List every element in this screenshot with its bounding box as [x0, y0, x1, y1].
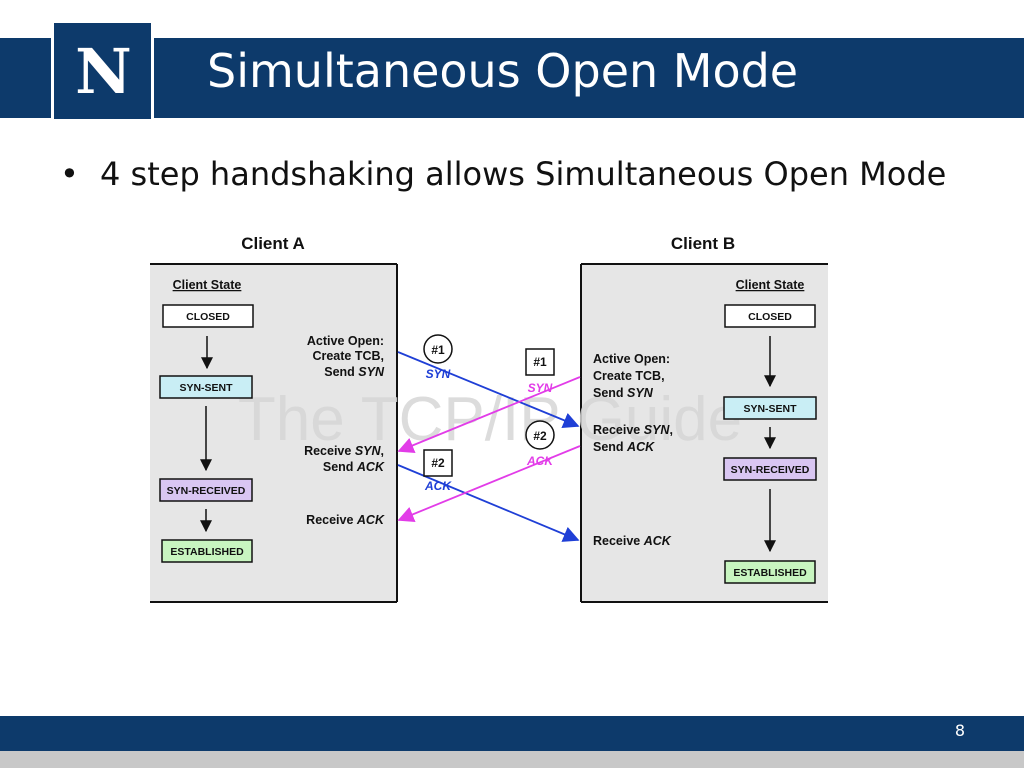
message-a-ack-arrow [397, 464, 580, 542]
client-a-open-line-3: Send SYN [324, 365, 385, 379]
client-a-recv-syn: SYN [355, 444, 382, 458]
client-b-state-established-label: ESTABLISHED [733, 567, 807, 579]
client-a-recv-send: Send [323, 460, 357, 474]
client-b-state-syn-received-label: SYN-RECEIVED [731, 464, 810, 476]
client-b-state-syn-sent-label: SYN-SENT [743, 403, 797, 415]
message-b-syn-label: SYN [528, 381, 553, 395]
message-b-ack-label: ACK [526, 454, 554, 468]
client-a-ack-receive: Receive [306, 513, 357, 527]
client-b-title: Client B [671, 234, 735, 253]
client-a-state-syn-sent [159, 375, 253, 399]
client-b-recv-syn: SYN [644, 423, 671, 437]
client-a-state-syn-sent-label: SYN-SENT [179, 382, 233, 394]
message-b-ack-arrow [397, 445, 581, 522]
client-b-recv-line-2: Send ACK [593, 440, 655, 454]
client-a-recv-line-1: Receive SYN, [304, 444, 384, 458]
client-b-open-send: Send [593, 386, 627, 400]
message-a-syn-arrow [397, 351, 580, 428]
message-b-ack-tag-label: #2 [533, 429, 547, 443]
client-a-state-header: Client State [173, 278, 242, 292]
client-a-state-syn-received [159, 478, 253, 502]
message-a-syn-tag-label: #1 [431, 343, 445, 357]
page-number: 8 [954, 721, 966, 740]
client-b-state-header: Client State [736, 278, 805, 292]
message-b-ack-tag [525, 420, 555, 450]
client-b-open-line-2: Create TCB, [593, 369, 665, 383]
client-b-recv-line-1: Receive SYN, [593, 423, 673, 437]
client-b-state-syn-received [723, 457, 817, 481]
message-a-ack-tag-label: #2 [431, 456, 445, 470]
client-a-state-closed [162, 304, 254, 328]
client-b-recv-send: Send [593, 440, 627, 454]
client-a-state-established [161, 539, 253, 563]
client-b-open-line-3: Send SYN [593, 386, 654, 400]
client-b-open-line-1: Active Open: [593, 352, 670, 366]
footer-bar [0, 716, 1024, 751]
client-a-state-closed-label: CLOSED [186, 311, 230, 323]
client-a-open-line-1: Active Open: [307, 334, 384, 348]
logo-letter: N [75, 34, 132, 108]
message-a-ack-label: ACK [424, 479, 452, 493]
client-a-ack-ack: ACK [356, 513, 385, 527]
client-a-open-syn: SYN [358, 365, 385, 379]
client-b-state-syn-sent [723, 396, 817, 420]
client-a-recv-ack: ACK [356, 460, 385, 474]
client-b-ack-line: Receive ACK [593, 534, 672, 548]
client-b-recv-ack: ACK [626, 440, 655, 454]
message-a-syn-label: SYN [426, 367, 451, 381]
client-b-state-closed [724, 304, 816, 328]
client-a-recv-receive: Receive [304, 444, 355, 458]
client-a-state-syn-received-label: SYN-RECEIVED [167, 485, 246, 497]
client-b-ack-ack: ACK [643, 534, 672, 548]
message-a-syn-tag [423, 334, 453, 364]
client-a-open-send: Send [324, 365, 358, 379]
bullet-text: 4 step handshaking allows Simultaneous O… [100, 155, 947, 193]
client-a-ack-line: Receive ACK [306, 513, 385, 527]
message-b-syn-tag [525, 348, 555, 376]
client-a-open-line-2: Create TCB, [312, 349, 384, 363]
message-a-ack-tag [423, 449, 453, 477]
client-a-state-established-label: ESTABLISHED [170, 546, 244, 558]
university-logo: N [51, 20, 154, 122]
client-a-title: Client A [241, 234, 305, 253]
watermark: The TCP/IP Guide [238, 385, 742, 454]
client-a-recv-comma: , [381, 444, 384, 458]
title-bar [0, 38, 1024, 118]
client-a-recv-line-2: Send ACK [323, 460, 385, 474]
client-b-recv-receive: Receive [593, 423, 644, 437]
message-b-syn-arrow [397, 376, 581, 453]
bullet-marker: • [60, 155, 79, 193]
footer-strip [0, 751, 1024, 768]
message-b-syn-tag-label: #1 [533, 355, 547, 369]
slide-title: Simultaneous Open Mode [207, 44, 799, 98]
client-b-state-closed-label: CLOSED [748, 311, 792, 323]
client-b-state-established [724, 560, 816, 584]
client-b-open-syn: SYN [627, 386, 654, 400]
client-b-recv-comma: , [669, 423, 672, 437]
client-b-ack-receive: Receive [593, 534, 644, 548]
